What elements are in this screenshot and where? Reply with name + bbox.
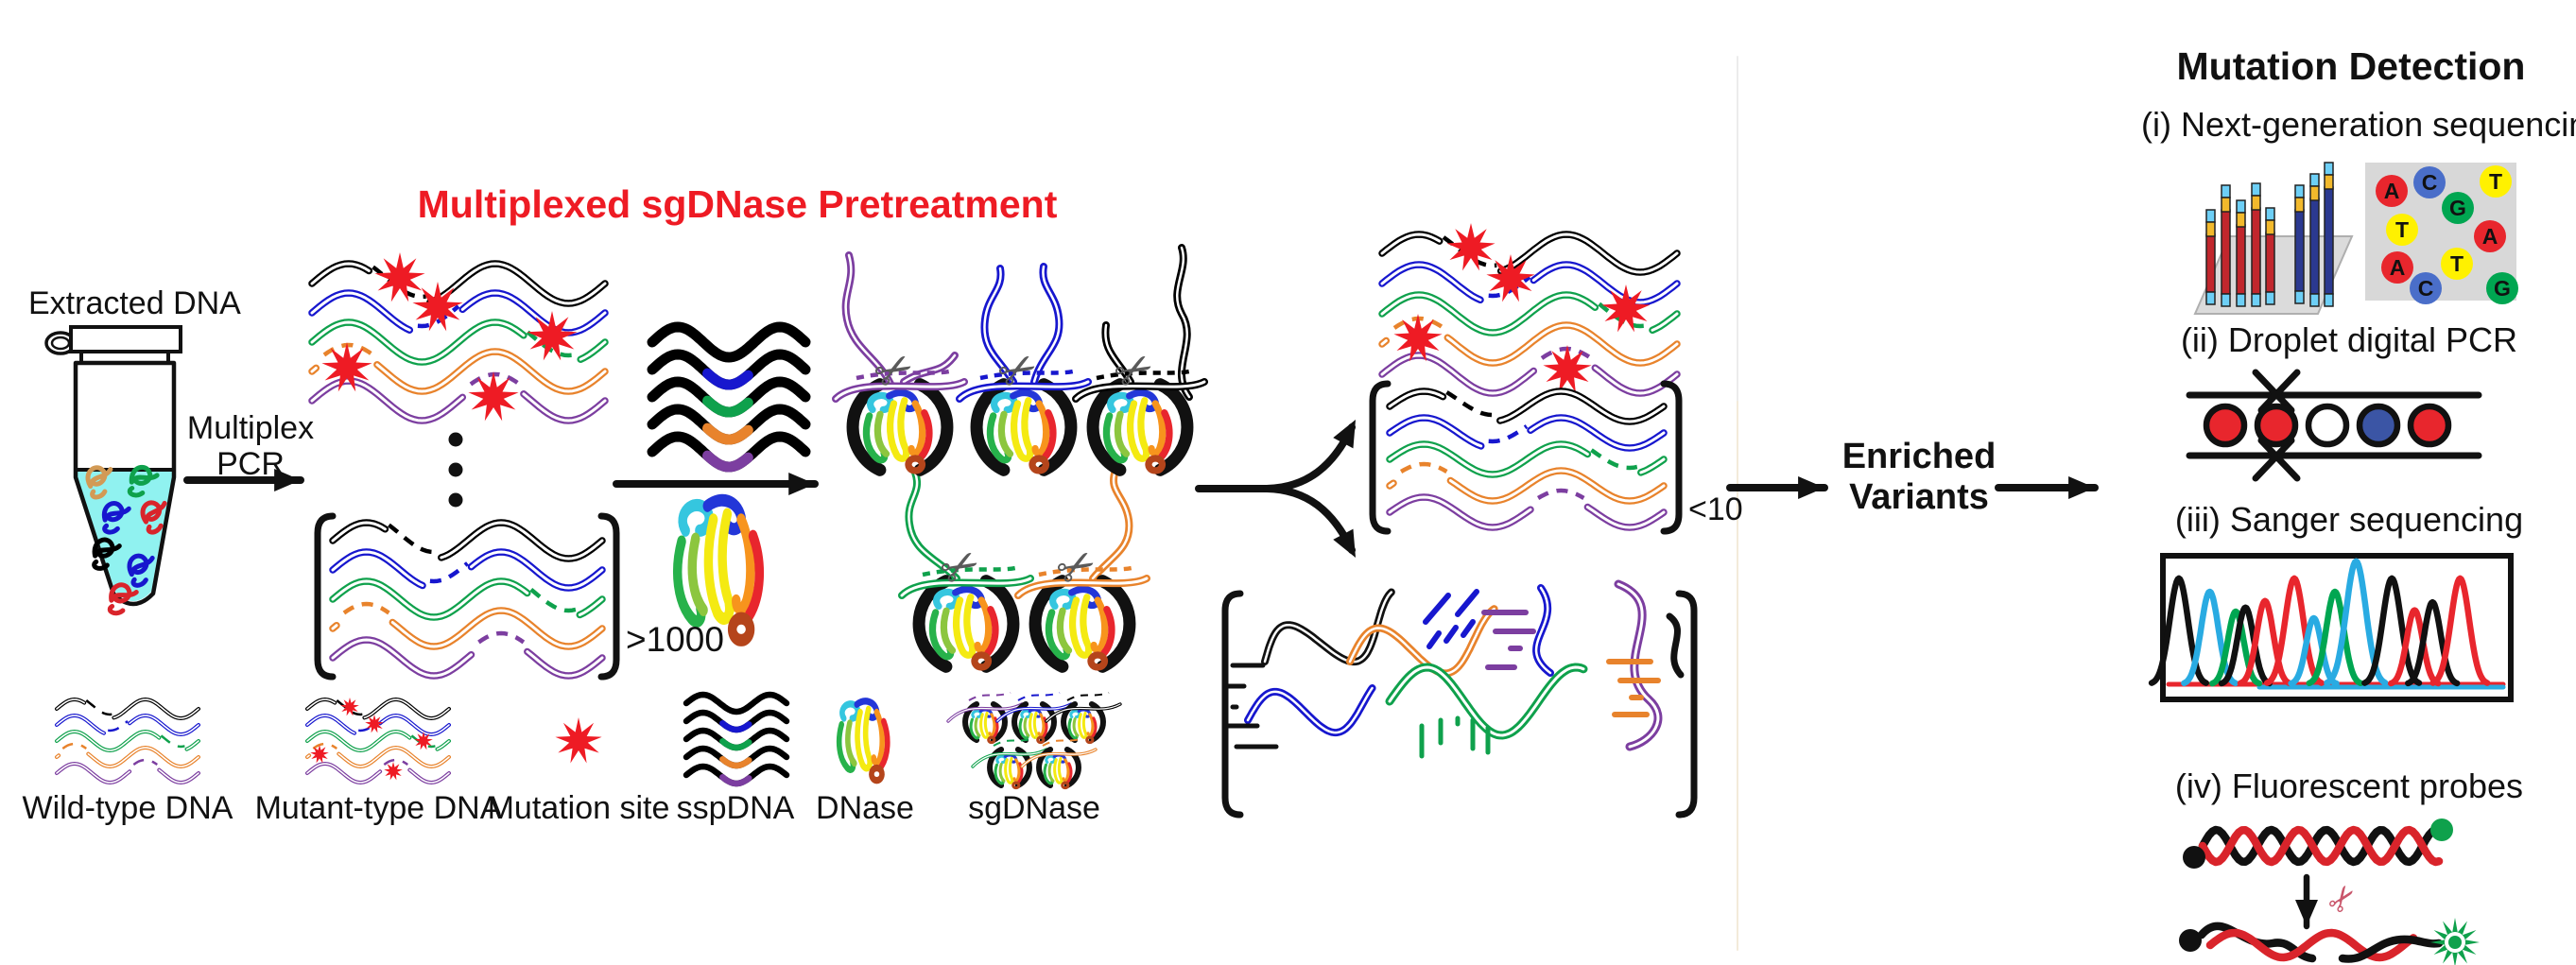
sgdnase-complex-icon: ✂ [956,339,1092,476]
enriched-variant-pool [1369,380,1683,535]
dnase-protein-icon [1045,585,1115,671]
enriched-line2: Variants [1849,476,1989,517]
legend-label-mutant: Mutant-type DNA [254,790,502,826]
enriched-variants-label: Enriched Variants [1820,437,2018,517]
flow-arrows [183,469,2099,499]
svg-text:G: G [2449,196,2466,220]
method-sanger-label: (iii) Sanger sequencing [2174,500,2524,539]
method-ddpcr-label: (ii) Droplet digital PCR [2180,320,2518,359]
legend-label-sspdna: sspDNA [676,790,795,826]
sgdnase-complex-icon: ✂ [898,536,1034,673]
dnase-protein-icon [1067,708,1098,745]
svg-text:T: T [2450,251,2464,276]
sgdnase-complex-icon [1045,692,1122,745]
legend-label-mutation-site: Mutation site [487,790,670,826]
legend-label-sgdnase: sgDNase [968,790,1100,826]
dnase-protein-icon [673,493,765,646]
quencher-dot [2183,846,2205,869]
svg-text:A: A [2384,179,2400,203]
extracted-dna-label: Extracted DNA [28,285,241,321]
sgdnase-complex-icon: ✂ [1072,339,1208,476]
enriched-line1: Enriched [1841,437,1997,476]
sgdnase-complex-icon [946,692,1024,745]
sgdnase-complex-icon [971,737,1048,790]
method-ngs-label: (i) Next-generation sequencing [2141,105,2576,144]
dnase-protein-icon [969,708,999,745]
protected-mutant-pool [1378,223,1681,397]
dnase-protein-icon [836,698,890,784]
sspdna-stack-icon [647,321,811,473]
ddpcr-icon [2186,369,2482,482]
extracted-dna-tube-icon [44,325,182,616]
svg-text:A: A [2482,224,2498,249]
dnase-protein-icon [1043,753,1073,790]
wildtype-count-label: >1000 [626,620,724,659]
sgdnase-complex-icon [995,692,1073,745]
enriched-count-label: <10 [1688,491,1743,527]
svg-text:C: C [2422,170,2438,195]
fluorescent-probe-icon: ✂ [2179,819,2480,965]
svg-text:T: T [2489,169,2502,194]
dnase-protein-icon [862,388,933,474]
dnase-protein-icon [1018,708,1048,745]
legend-label-wildtype: Wild-type DNA [22,790,233,826]
multiplex-pcr-line2: PCR [216,446,285,483]
sgdnase-complex-icon: ✂ [832,339,968,476]
fluorophore-dot [2430,819,2453,841]
method-probes-label: (iv) Fluorescent probes [2174,767,2524,805]
svg-text:G: G [2494,276,2511,301]
dnase-protein-icon [986,388,1057,474]
multiplex-pcr-label: Multiplex PCR [175,410,326,482]
multiplex-pcr-line1: Multiplex [186,410,315,446]
legend-label-dnase: DNase [816,790,914,826]
legend-icons [55,691,1122,790]
mutant-amplicon-pool [308,252,609,508]
sgdnase-complex-cluster: ✂✂✂✂✂ [832,244,1208,673]
sgdnase-complex-icon: ✂ [1014,536,1150,673]
scissors-icon: ✂ [2319,876,2367,922]
dnase-protein-large [673,493,765,646]
dnase-protein-icon [928,585,999,671]
svg-text:C: C [2418,276,2434,301]
figure-title: Multiplexed sgDNase Pretreatment [417,182,1058,226]
degraded-wildtype-pool [1221,579,1698,819]
wildtype-amplicon-pool [314,512,620,681]
svg-text:T: T [2395,217,2409,242]
dnase-protein-icon [1102,388,1173,474]
mutation-detection-title: Mutation Detection [2176,44,2526,88]
sgdnase-complex-icon [1020,737,1098,790]
svg-text:A: A [2390,255,2406,280]
branch-arrows [1195,420,1356,558]
sanger-chromatogram-icon [2148,553,2514,702]
dnase-protein-icon [994,753,1024,790]
